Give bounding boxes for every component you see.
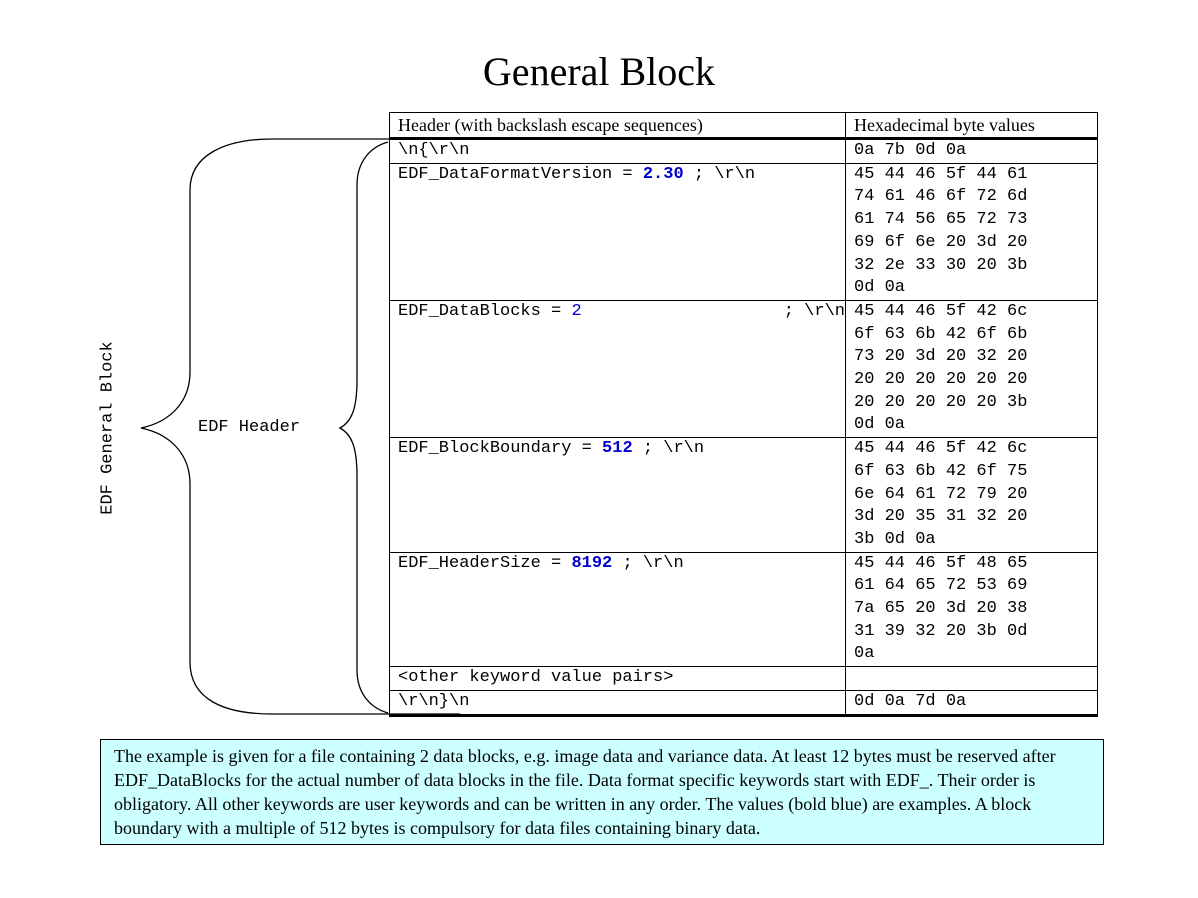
hex-cell: 45 44 46 5f 44 61 74 61 46 6f 72 6d 61 7…: [845, 163, 1098, 301]
table-row: EDF_DataFormatVersion = 2.30 ; \r\n 45 4…: [389, 163, 1098, 301]
header-value: 8192: [571, 553, 613, 573]
header-column-title: Header (with backslash escape sequences): [389, 112, 846, 140]
hex-column-title: Hexadecimal byte values: [845, 112, 1098, 140]
header-suffix: ; \r\n: [612, 553, 684, 573]
header-prefix: <other keyword value pairs>: [398, 668, 674, 688]
edf-header-label: EDF Header: [198, 418, 301, 437]
header-cell: \n{\r\n: [389, 138, 846, 164]
header-cell: EDF_HeaderSize = 8192 ; \r\n: [389, 552, 846, 668]
header-cell: \r\n}\n: [389, 690, 846, 716]
hex-cell: 0d 0a 7d 0a: [845, 690, 1098, 716]
header-prefix: EDF_BlockBoundary =: [398, 439, 603, 459]
header-prefix: EDF_DataFormatVersion =: [398, 164, 643, 184]
header-cell: EDF_BlockBoundary = 512 ; \r\n: [389, 437, 846, 553]
hex-cell: [845, 666, 1098, 691]
hex-cell: 0a 7b 0d 0a: [845, 138, 1098, 164]
header-suffix: ; \r\n: [632, 439, 705, 459]
header-cell: <other keyword value pairs>: [389, 666, 846, 691]
header-value: 2.30: [642, 164, 684, 184]
header-prefix: \r\n}\n: [398, 691, 470, 711]
header-value: 512: [602, 439, 633, 459]
header-cell: EDF_DataBlocks = 2 ; \r\n: [389, 300, 846, 439]
inner-curly-brace: [338, 141, 389, 714]
padding-spacer: [582, 301, 784, 324]
general-block-table: Header (with backslash escape sequences)…: [389, 112, 1098, 717]
table-row: \r\n}\n 0d 0a 7d 0a: [389, 690, 1098, 716]
note-box: The example is given for a file containi…: [100, 739, 1104, 845]
table-header-row: Header (with backslash escape sequences)…: [389, 112, 1098, 140]
header-cell: EDF_DataFormatVersion = 2.30 ; \r\n: [389, 163, 846, 301]
hex-cell: 45 44 46 5f 42 6c 6f 63 6b 42 6f 75 6e 6…: [845, 437, 1098, 553]
table-row: \n{\r\n 0a 7b 0d 0a: [389, 138, 1098, 164]
table-row: <other keyword value pairs>: [389, 666, 1098, 691]
table-row: EDF_BlockBoundary = 512 ; \r\n 45 44 46 …: [389, 437, 1098, 553]
header-suffix: ; \r\n: [783, 301, 845, 321]
outer-curly-brace: [140, 138, 460, 715]
header-value: 2: [571, 301, 582, 321]
header-prefix: EDF_HeaderSize =: [398, 553, 572, 573]
page-title: General Block: [482, 49, 716, 94]
table-row: EDF_HeaderSize = 8192 ; \r\n 45 44 46 5f…: [389, 552, 1098, 668]
header-suffix: ; \r\n: [683, 164, 756, 184]
hex-cell: 45 44 46 5f 42 6c 6f 63 6b 42 6f 6b 73 2…: [845, 300, 1098, 439]
edf-general-block-label: EDF General Block: [98, 341, 118, 515]
header-prefix: EDF_DataBlocks =: [398, 301, 572, 321]
hex-cell: 45 44 46 5f 48 65 61 64 65 72 53 69 7a 6…: [845, 552, 1098, 668]
table-row: EDF_DataBlocks = 2 ; \r\n 45 44 46 5f 42 …: [389, 300, 1098, 439]
header-prefix: \n{\r\n: [398, 141, 470, 160]
